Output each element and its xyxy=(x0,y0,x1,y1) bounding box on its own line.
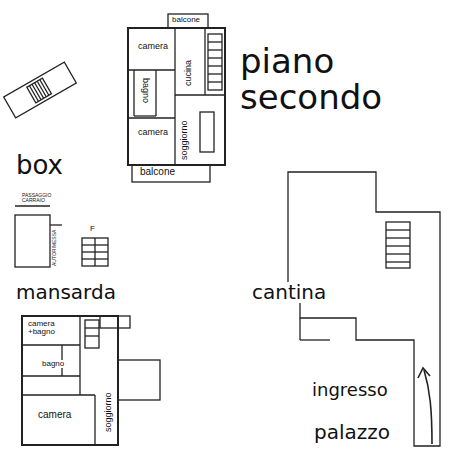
floor-title: piano secondo xyxy=(240,44,390,115)
room-label: soggiorno xyxy=(180,120,189,160)
room-label: balcone xyxy=(172,16,200,24)
room-label: cucina xyxy=(184,60,193,86)
room-label: balcone xyxy=(140,167,175,178)
section-title: cantina xyxy=(252,282,326,303)
room-label: soggiorno xyxy=(104,392,113,432)
section-title: box xyxy=(16,152,63,179)
cantina-plan xyxy=(288,172,440,446)
section-title: mansarda xyxy=(16,282,116,303)
room-label: bagno xyxy=(42,360,64,368)
room-label: camera +bagno xyxy=(28,320,64,337)
room-label: camera xyxy=(138,42,168,51)
second-floor-plan xyxy=(128,14,225,182)
plan-note: AUTORIMESSA xyxy=(52,230,57,266)
stair-sketch xyxy=(4,62,77,118)
plan-note: F xyxy=(90,225,95,233)
room-label: camera xyxy=(38,410,71,421)
mansarda-plan xyxy=(22,316,160,445)
plan-note: PASSAGGIO CARRAIO xyxy=(22,193,56,204)
section-title: ingresso xyxy=(312,381,388,400)
section-title: palazzo xyxy=(314,422,390,443)
entrance-arrow xyxy=(418,368,432,444)
room-label: camera xyxy=(138,128,168,137)
room-label: bagno xyxy=(141,78,150,103)
box-plan xyxy=(15,206,108,267)
